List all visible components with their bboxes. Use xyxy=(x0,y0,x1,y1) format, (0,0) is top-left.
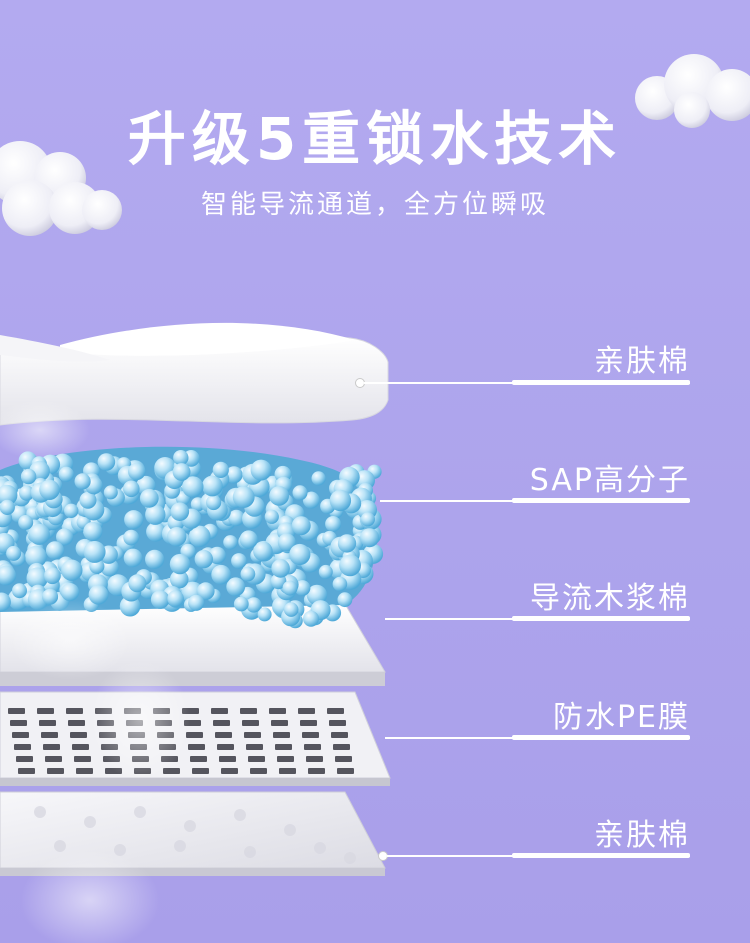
page-title: 升级5重锁水技术 xyxy=(127,105,623,173)
layer-label-2: SAP高分子 xyxy=(529,463,690,498)
leader-bar-4 xyxy=(512,735,690,740)
leader-bar-3 xyxy=(512,616,690,621)
pe-film-layer xyxy=(0,691,391,786)
layer-label-3: 导流木浆棉 xyxy=(530,581,690,616)
steam-wisps xyxy=(0,400,190,943)
top-cotton-layer xyxy=(0,322,389,426)
layer-label-1: 亲肤棉 xyxy=(594,344,690,379)
leader-bar-2 xyxy=(512,498,690,503)
sap-bead-layer xyxy=(0,446,384,629)
leader-bar-5 xyxy=(512,853,690,858)
cloud-left-icon xyxy=(0,141,122,236)
leader-bar-1 xyxy=(512,380,690,385)
layer-label-5: 亲肤棉 xyxy=(594,818,690,853)
cloud-right-icon xyxy=(635,54,750,128)
layer-label-4: 防水PE膜 xyxy=(552,700,690,735)
page-subtitle: 智能导流通道，全方位瞬吸 xyxy=(200,190,549,220)
